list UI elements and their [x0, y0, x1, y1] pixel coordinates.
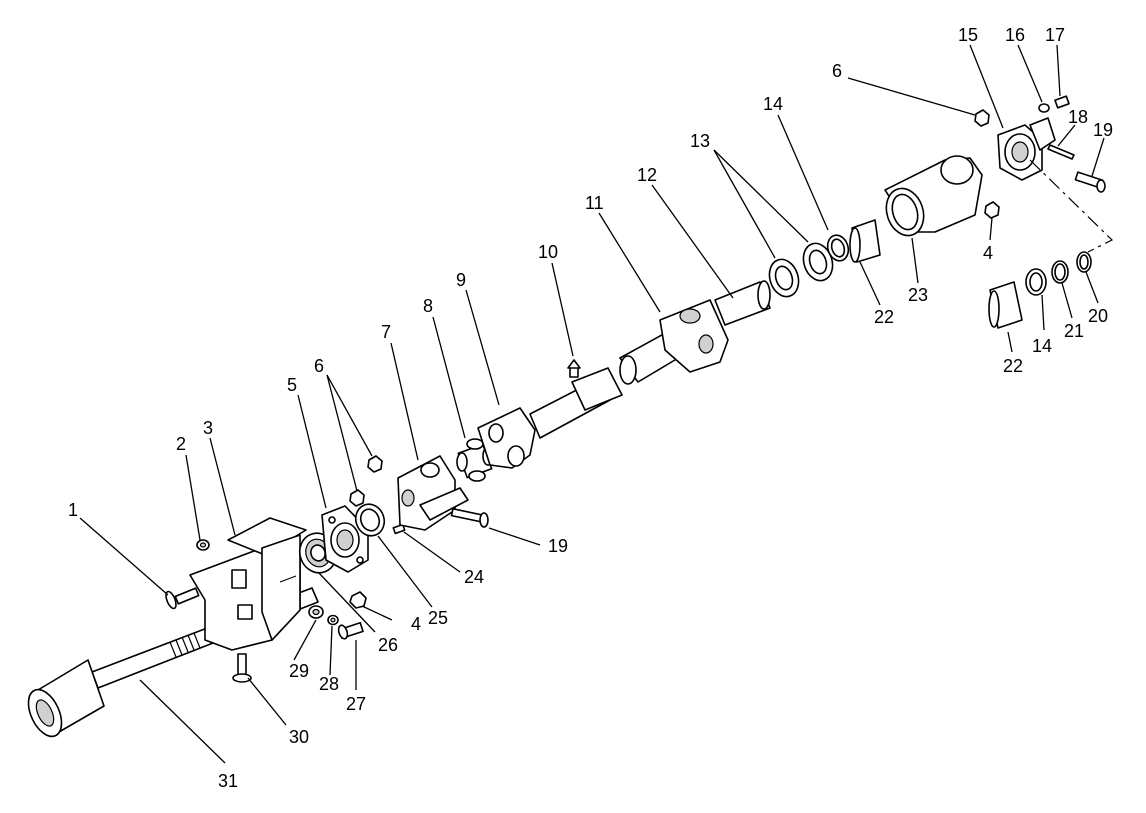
part-29-washer: [308, 605, 324, 619]
part-14-washer-lower: [1025, 268, 1047, 296]
callout-29: 29: [289, 661, 309, 681]
part-24-setscrew: [392, 523, 406, 535]
callout-3: 3: [203, 418, 213, 438]
part-4-nut-upper: [984, 201, 1000, 219]
callout-2: 2: [176, 434, 186, 454]
part-14-washer-upper: [826, 234, 850, 262]
part-23-housing-tube: [884, 155, 983, 237]
part-27-bolt: [337, 621, 364, 640]
part-25-collar: [354, 503, 386, 537]
part-21-snap-ring: [1051, 260, 1069, 284]
callout-13: 13: [690, 131, 710, 151]
part-13-ring-b: [802, 242, 834, 282]
callout-5: 5: [287, 375, 297, 395]
part-6-nut-mid: [367, 455, 383, 473]
callout-10: 10: [538, 242, 558, 262]
callout-15: 15: [958, 25, 978, 45]
part-19-bolt-upper: [1074, 171, 1106, 193]
part-7-yoke: [397, 455, 469, 531]
callout-30: 30: [289, 727, 309, 747]
callout-1: 1: [68, 500, 78, 520]
callout-23: 23: [908, 285, 928, 305]
callout-4: 4: [983, 243, 993, 263]
callout-26: 26: [378, 635, 398, 655]
assembly-centerline: [1029, 159, 1114, 253]
callout-19: 19: [1093, 120, 1113, 140]
part-22-bushing-upper: [849, 219, 881, 263]
part-3-mounting-bracket: [189, 517, 307, 651]
callout-18: 18: [1068, 107, 1088, 127]
callout-14: 14: [763, 94, 783, 114]
part-19-bolt-lower: [450, 507, 489, 528]
part-6-nut-lower: [349, 489, 365, 507]
callout-19: 19: [548, 536, 568, 556]
part-6-nut-upper: [974, 109, 990, 127]
part-1-bolt: [165, 587, 200, 610]
callout-16: 16: [1005, 25, 1025, 45]
part-20-ring: [1076, 251, 1092, 273]
part-22-bushing-lower: [988, 281, 1023, 329]
callout-11: 11: [585, 193, 604, 213]
callout-6: 6: [832, 61, 842, 81]
part-30-bolt: [232, 653, 252, 683]
part-17-bolt: [1054, 95, 1070, 109]
part-28-washer: [327, 614, 339, 626]
part-2-washer: [196, 539, 210, 551]
callout-31: 31: [218, 771, 238, 791]
callout-22: 22: [1003, 356, 1023, 376]
part-15-flange: [997, 117, 1056, 181]
callout-14: 14: [1032, 336, 1052, 356]
callout-27: 27: [346, 694, 366, 714]
callout-labels: 1 2 3 4 4 5 6 6 7 8 9 10 11 12 13 14 14 …: [68, 25, 1113, 791]
part-16-washer: [1038, 103, 1050, 113]
part-18-pin: [1047, 144, 1075, 160]
callout-9: 9: [456, 270, 466, 290]
callout-4: 4: [411, 614, 421, 634]
part-4-nut-lower: [349, 591, 367, 609]
callout-6: 6: [314, 356, 324, 376]
part-13-ring-a: [768, 258, 800, 298]
callout-7: 7: [381, 322, 391, 342]
part-12-shaft: [714, 280, 771, 326]
callout-24: 24: [464, 567, 484, 587]
callout-28: 28: [319, 674, 339, 694]
callout-17: 17: [1045, 25, 1065, 45]
callout-21: 21: [1064, 321, 1084, 341]
callout-12: 12: [637, 165, 657, 185]
leader-lines: [79, 44, 1105, 764]
part-9-yoke-shaft: [477, 367, 623, 469]
part-10-grease-fitting: [567, 359, 581, 378]
part-11-u-joint: [619, 299, 729, 385]
callout-25: 25: [428, 608, 448, 628]
callout-20: 20: [1088, 306, 1108, 326]
callout-22: 22: [874, 307, 894, 327]
callout-8: 8: [423, 296, 433, 316]
